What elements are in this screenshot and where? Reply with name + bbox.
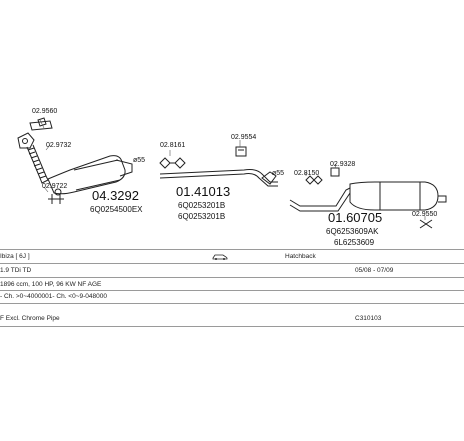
hanger-part-1 bbox=[159, 157, 186, 169]
info-row-note: F Excl. Chrome Pipe C310103 bbox=[0, 312, 464, 325]
oe-number: 6Q0254500EX bbox=[90, 205, 143, 214]
main-part-number: 04.3292 bbox=[92, 188, 139, 203]
part-label: 02.9560 bbox=[32, 108, 57, 115]
date-range: 05/08 - 07/09 bbox=[355, 267, 394, 274]
part-label: 02.9732 bbox=[46, 142, 71, 149]
rear-muffler-part bbox=[349, 181, 447, 211]
body-type: Hatchback bbox=[285, 253, 316, 260]
oe-number: 6Q0253201B bbox=[178, 212, 225, 221]
divider bbox=[0, 277, 464, 278]
clamp-part-1 bbox=[48, 194, 64, 204]
note: F Excl. Chrome Pipe bbox=[0, 315, 60, 322]
part-label: 02.9550 bbox=[412, 211, 437, 218]
rear-pipe-part bbox=[289, 187, 351, 212]
info-row-chassis: - Ch. >0~4000001- Ch. <0~9-048000 bbox=[0, 290, 464, 303]
chassis-range: - Ch. >0~4000001- Ch. <0~9-048000 bbox=[0, 293, 107, 300]
info-row-model: Ibiza [ 6J ] Hatchback bbox=[0, 250, 464, 263]
divider bbox=[0, 303, 464, 304]
main-part-number: 01.41013 bbox=[176, 184, 230, 199]
divider bbox=[0, 326, 464, 327]
main-part-number: 01.60705 bbox=[328, 210, 382, 225]
part-label: 02.9328 bbox=[330, 161, 355, 168]
divider bbox=[0, 290, 464, 291]
pipe-diameter-label: ø55 bbox=[272, 170, 284, 177]
model-name: Ibiza [ 6J ] bbox=[0, 253, 30, 260]
middle-pipe-part bbox=[159, 169, 278, 187]
engine-spec: 1896 ccm, 100 HP, 96 KW NF AGE bbox=[0, 281, 102, 288]
hanger-part-4 bbox=[330, 167, 340, 177]
info-row-spec: 1896 ccm, 100 HP, 96 KW NF AGE bbox=[0, 278, 464, 291]
part-label: 02.9554 bbox=[231, 134, 256, 141]
exhaust-system-diagram: 02.9560 02.9732 02.9722 ø55 02.8161 02.9… bbox=[17, 108, 447, 246]
part-label: 02.8150 bbox=[294, 170, 319, 177]
oe-number: 6Q6253609AK bbox=[326, 227, 379, 236]
pipe-diameter-label: ø55 bbox=[133, 157, 145, 164]
hanger-part-5 bbox=[419, 219, 433, 229]
info-row-engine: 1.9 TDi TD 05/08 - 07/09 bbox=[0, 264, 464, 277]
part-label: 02.8161 bbox=[160, 142, 185, 149]
hanger-part-2 bbox=[235, 146, 247, 157]
part-label: 02.9722 bbox=[42, 183, 67, 190]
catalytic-converter-part bbox=[47, 155, 133, 196]
manifold-flange-part bbox=[17, 117, 53, 149]
oe-number: 6Q0253201B bbox=[178, 201, 225, 210]
flex-pipe-part bbox=[26, 144, 49, 184]
divider bbox=[0, 263, 464, 264]
car-icon bbox=[212, 254, 228, 260]
catalog-code: C310103 bbox=[355, 315, 382, 322]
divider bbox=[0, 249, 464, 250]
hanger-part-3 bbox=[305, 175, 323, 185]
engine: 1.9 TDi TD bbox=[0, 267, 32, 274]
oe-number: 6L6253609 bbox=[334, 238, 375, 246]
